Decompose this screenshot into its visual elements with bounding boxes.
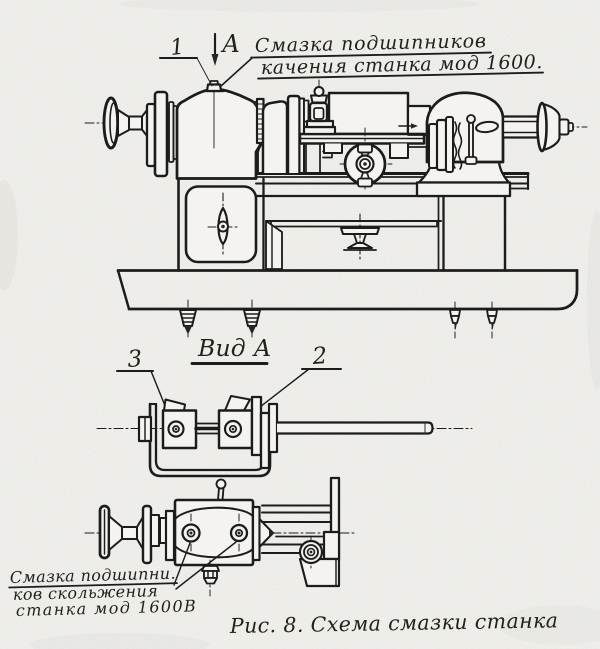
oil-point-right xyxy=(229,513,249,553)
oil-cup-pedestal xyxy=(339,213,381,263)
bottom-note-leader2 xyxy=(175,541,237,590)
carriage-handwheel xyxy=(339,127,393,193)
view-a: Вид А 3 2 xyxy=(96,334,473,478)
chip-tray xyxy=(264,219,443,270)
middle-shaft xyxy=(194,422,221,435)
bottom-note-leader1 xyxy=(173,542,191,586)
bottom-knob xyxy=(201,559,220,597)
tailstock-handwheel xyxy=(536,101,574,153)
foot xyxy=(178,299,198,341)
callout-1-leader xyxy=(196,57,213,87)
view-direction-label: А xyxy=(220,30,240,58)
bottom-note-line2: ков скольжения xyxy=(13,581,159,604)
foot xyxy=(242,299,262,341)
foot xyxy=(486,301,498,339)
callout-3-label: 3 xyxy=(127,346,143,373)
tailstock-base xyxy=(415,181,512,198)
callout-2-label: 2 xyxy=(311,343,328,370)
bottom-note-line1: Смазка подшипни. xyxy=(10,564,177,587)
top-pin xyxy=(215,478,227,501)
quill-collars xyxy=(427,115,463,174)
tailstock xyxy=(407,91,574,198)
tailstock-barrel xyxy=(501,115,541,139)
plan-bracket xyxy=(298,476,341,588)
foot xyxy=(449,301,461,339)
carriage xyxy=(298,79,426,174)
bearing-block-left xyxy=(161,398,198,450)
plan-bed xyxy=(251,504,333,562)
main-view-lathe xyxy=(84,79,588,341)
view-a-title: Вид А xyxy=(197,334,272,362)
top-annotations: 1 А Смазка подшипников качения станка мо… xyxy=(158,30,544,87)
base-plate xyxy=(116,269,579,311)
oil-cap xyxy=(202,80,226,93)
tool-post xyxy=(308,79,329,123)
top-note-underline1 xyxy=(250,51,492,59)
door-handle xyxy=(207,192,240,257)
splash-guard xyxy=(327,91,432,136)
view-direction-arrow xyxy=(211,32,219,66)
oil-point-left xyxy=(181,513,201,553)
plan-view xyxy=(84,476,356,597)
cabinet xyxy=(177,177,507,272)
plan-body xyxy=(173,478,255,597)
headstock-handwheel xyxy=(102,96,149,150)
top-note-underline2 xyxy=(257,71,544,80)
tailstock-clamp-lever xyxy=(464,114,499,165)
bottom-note-line3: станка мод 1600В xyxy=(16,596,198,620)
callout-1-label: 1 xyxy=(169,35,186,61)
leveling-feet xyxy=(178,299,498,341)
top-note-leader xyxy=(220,57,253,87)
bottom-annotations: Смазка подшипни. ков скольжения станка м… xyxy=(8,564,559,638)
clamp-bolt xyxy=(298,535,324,569)
output-shaft xyxy=(275,421,434,435)
plan-handwheel xyxy=(98,504,176,565)
bottom-note-underline xyxy=(8,582,178,589)
figure-caption: Рис. 8. Схема смазки станка xyxy=(229,608,559,638)
